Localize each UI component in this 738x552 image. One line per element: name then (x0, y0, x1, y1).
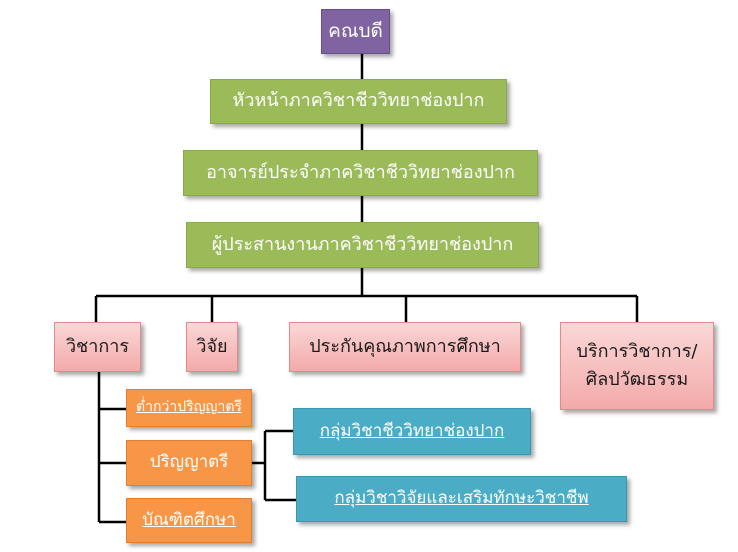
research-group-label[interactable]: กลุ่มวิชาวิจัยและเสริมทักษะวิชาชีพ (334, 488, 589, 509)
dean-label: คณบดี (328, 19, 383, 42)
academic-service-label-line1: บริการวิชาการ/ (576, 341, 698, 363)
research-box: วิจัย (186, 322, 238, 372)
academic-service-label-line2: ศิลปวัฒธรรม (585, 369, 689, 390)
academic-label: วิชาการ (65, 335, 130, 357)
bachelor-box: ปริญญาตรี (126, 440, 252, 486)
research-group-link[interactable]: กลุ่มวิชาวิจัยและเสริมทักษะวิชาชีพ (296, 476, 627, 522)
dean-box: คณบดี (321, 9, 390, 54)
sub-degree-link[interactable]: ต่ำกว่าปริญญาตรี (126, 389, 252, 427)
department-staff-box: อาจารย์ประจำภาควิชาชีววิทยาช่องปาก (183, 150, 538, 196)
academic-service-box: บริการวิชาการ/ ศิลปวัฒธรรม (560, 322, 714, 410)
oral-biology-group-link[interactable]: กลุ่มวิชาชีววิทยาช่องปาก (293, 408, 531, 455)
department-staff-label: อาจารย์ประจำภาควิชาชีววิทยาช่องปาก (206, 161, 515, 183)
department-head-box: หัวหน้าภาควิชาชีววิทยาช่องปาก (210, 79, 507, 124)
department-coordinator-label: ผู้ประสานงานภาควิชาชีววิทยาช่องปาก (211, 233, 514, 255)
graduate-link[interactable]: บัณฑิตศึกษา (126, 498, 252, 543)
quality-assurance-box: ประกันคุณภาพการศึกษา (289, 322, 521, 372)
bachelor-label: ปริญญาตรี (149, 452, 229, 473)
research-label: วิจัย (196, 335, 228, 357)
sub-degree-label[interactable]: ต่ำกว่าปริญญาตรี (136, 399, 242, 416)
graduate-label[interactable]: บัณฑิตศึกษา (142, 509, 236, 530)
quality-assurance-label: ประกันคุณภาพการศึกษา (309, 335, 501, 357)
oral-biology-group-label[interactable]: กลุ่มวิชาชีววิทยาช่องปาก (319, 420, 505, 441)
department-coordinator-box: ผู้ประสานงานภาควิชาชีววิทยาช่องปาก (186, 222, 539, 268)
academic-box: วิชาการ (54, 322, 141, 372)
department-head-label: หัวหน้าภาควิชาชีววิทยาช่องปาก (232, 90, 485, 112)
